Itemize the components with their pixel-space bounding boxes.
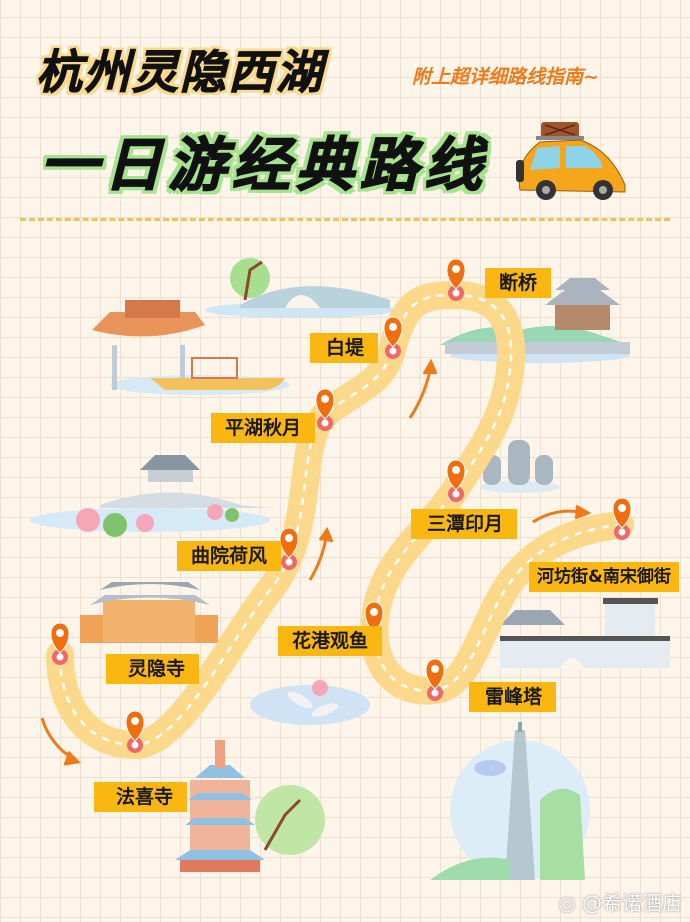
title-line-2: 一日游经典路线 — [39, 130, 489, 200]
dashed-divider — [20, 218, 670, 221]
map-pin-icon — [612, 497, 632, 541]
stop-label-lingyin: 灵隐寺 — [106, 654, 200, 684]
temple-illustration — [80, 582, 218, 643]
koi-pond-illustration — [250, 680, 370, 725]
map-pin-icon — [425, 658, 445, 702]
arch-bridge-illustration — [205, 258, 395, 318]
stop-label-santan-yinyue: 三潭印月 — [411, 509, 518, 539]
stop-label-leifeng-ta: 雷峰塔 — [469, 682, 557, 712]
leifeng-tower-illustration — [430, 722, 590, 880]
map-pin-icon — [315, 388, 335, 432]
duanqiao-bridge-illustration — [440, 278, 630, 363]
pavilion-boat-illustration — [92, 300, 290, 395]
stop-label-baidi: 白堤 — [310, 333, 379, 363]
map-pin-icon — [279, 527, 299, 571]
stop-label-huagang-guanyu: 花港观鱼 — [278, 626, 383, 656]
map-pin-icon — [125, 710, 145, 754]
guide-bubble-text: 附上超详细路线指南~ — [412, 66, 599, 88]
stop-label-duanqiao: 断桥 — [485, 268, 552, 298]
direction-arrow-icon — [40, 358, 592, 766]
stop-label-faxi: 法喜寺 — [94, 782, 188, 812]
stop-label-hefang-street: 河坊街&南宋御街 — [529, 562, 679, 592]
map-pin-icon — [446, 459, 466, 503]
lotus-bridge-illustration — [30, 455, 270, 537]
map-pin-icon — [446, 258, 466, 302]
pagoda-illustration — [175, 740, 325, 872]
map-pin-icon — [383, 316, 403, 360]
stop-label-pinghu-qiuyue: 平湖秋月 — [211, 413, 316, 443]
stone-lanterns-illustration — [480, 440, 560, 493]
watermark: ◎ @希诺酒店 — [558, 891, 682, 915]
weibo-icon: ◎ — [558, 891, 582, 915]
title-line-1: 杭州灵隐西湖 — [36, 45, 324, 100]
old-street-gate-illustration — [500, 598, 670, 668]
map-pin-icon — [50, 622, 70, 666]
stop-label-quyuan-hefeng: 曲院荷风 — [177, 541, 282, 571]
